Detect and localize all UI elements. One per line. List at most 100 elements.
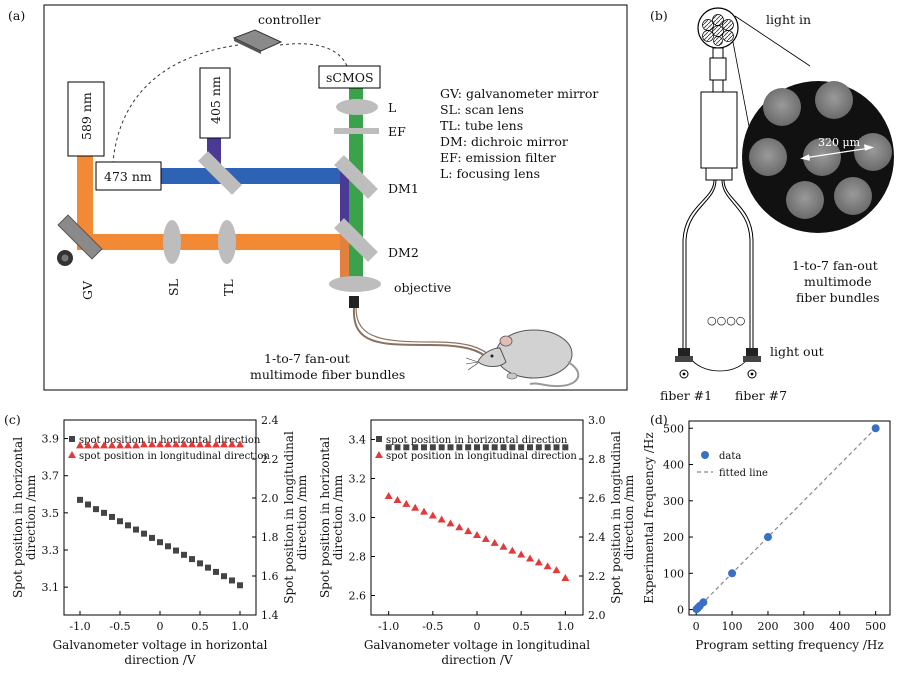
data-point <box>456 444 463 451</box>
plot-frame <box>63 419 257 616</box>
legend-label: fitted line <box>719 468 768 479</box>
data-point <box>76 441 84 449</box>
legend-label: spot position in horizontal direction <box>386 435 568 446</box>
data-point <box>394 444 401 451</box>
legend-label: spot position in longitudinal direction <box>79 451 270 462</box>
y-left-tick-label: 2.6 <box>349 590 367 603</box>
ferrule-neck <box>712 47 724 59</box>
label-EF: EF <box>388 124 406 139</box>
scale-label: 320 μm <box>818 136 861 149</box>
data-point <box>213 568 219 575</box>
data-point <box>197 560 203 567</box>
y-left-tick-label: 3.3 <box>42 544 60 557</box>
data-point <box>221 573 227 580</box>
data-point <box>402 499 411 507</box>
data-point <box>205 564 211 571</box>
laser-589-box <box>67 81 105 157</box>
legend-marker <box>376 436 382 442</box>
data-point <box>464 527 473 535</box>
data-point <box>562 444 569 451</box>
x-tick-label: 1.0 <box>231 620 249 633</box>
y-left-tick-label: 3.7 <box>42 470 60 483</box>
emission-filter <box>334 128 379 134</box>
abbrev-line: DM: dichroic mirror <box>440 134 568 149</box>
data-point <box>447 444 454 451</box>
x-tick-label: 100 <box>722 620 743 633</box>
dichroic-DM2 <box>334 218 378 262</box>
fiber-first-label: fiber #1 <box>660 388 712 403</box>
fiber-bridge-arc <box>688 355 750 372</box>
data-point <box>188 440 196 448</box>
data-point <box>552 566 561 574</box>
fan-out-base <box>705 167 733 181</box>
data-point <box>108 441 116 449</box>
y-right-tick-label: 2.8 <box>588 453 606 466</box>
galvo-mirror <box>57 214 103 260</box>
data-point <box>84 441 92 449</box>
data-point <box>212 440 220 448</box>
magnified-fiber-cores <box>749 81 892 219</box>
data-point <box>527 444 533 451</box>
dichroic-405 <box>198 151 242 195</box>
scan-lens <box>163 220 181 264</box>
x-tick-label: 300 <box>793 620 814 633</box>
data-point <box>412 444 419 451</box>
y-right-tick-label: 2.6 <box>588 492 606 505</box>
laser-589-label: 589 nm <box>79 92 94 140</box>
legend-label: data <box>719 451 741 462</box>
panel-a: (a) controller 589 nm 405 nm 473 nm sCMO… <box>8 4 628 391</box>
x-tick-label: 1.0 <box>557 620 575 633</box>
fitted-line <box>695 427 877 610</box>
abbrev-line: L: focusing lens <box>440 166 540 181</box>
data-point <box>455 523 464 531</box>
fiber-1-connector <box>675 348 693 379</box>
data-point <box>85 501 91 508</box>
b-caption-line1: 1-to-7 fan-out <box>792 258 878 273</box>
y-right-tick-label: 2.0 <box>261 492 279 505</box>
y-tick-label: 100 <box>663 567 684 580</box>
panel-b: (b) light in ○○○○ <box>650 7 894 403</box>
abbrev-line: SL: scan lens <box>440 102 524 117</box>
controller-label: controller <box>258 12 320 27</box>
fiber-caption-line2: multimode fiber bundles <box>250 367 405 382</box>
x-axis-label: Galvanometer voltage in longitudinal <box>364 638 590 652</box>
y-left-axis-label: direction /mm <box>24 474 38 560</box>
y-right-axis-label: direction /mm <box>622 474 636 560</box>
data-point <box>125 522 131 529</box>
data-point <box>156 440 164 448</box>
x-tick-label: -1.0 <box>378 620 399 633</box>
data-point <box>871 424 880 433</box>
control-cable-right <box>279 43 348 67</box>
beam-orange-down <box>340 234 349 278</box>
data-point <box>189 556 195 563</box>
legend-marker <box>701 451 709 459</box>
data-point <box>517 550 526 558</box>
data-point <box>237 582 243 589</box>
x-tick-label: 0 <box>693 620 700 633</box>
data-point <box>544 444 551 451</box>
y-tick-label: 200 <box>663 531 684 544</box>
camera-box <box>318 65 381 89</box>
data-point <box>164 440 172 448</box>
data-point <box>535 444 542 451</box>
data-point <box>124 441 132 449</box>
y-right-axis-label: Spot position in longitudinal <box>282 431 296 604</box>
legend-marker <box>69 436 75 442</box>
data-point <box>553 444 560 451</box>
y-left-tick-label: 3.5 <box>42 507 60 520</box>
y-right-tick-label: 2.2 <box>588 570 606 583</box>
data-point <box>473 531 481 539</box>
data-point <box>116 441 124 449</box>
data-point <box>100 441 108 449</box>
data-point <box>385 444 392 451</box>
scale-arrow-head-left <box>800 154 810 161</box>
data-point <box>518 444 525 451</box>
data-point <box>509 444 516 451</box>
data-point <box>236 440 244 448</box>
zoom-line-top <box>734 15 811 67</box>
galvo-motor-core <box>61 254 69 262</box>
data-point <box>141 530 147 537</box>
data-point <box>465 444 472 451</box>
data-point <box>132 441 140 449</box>
